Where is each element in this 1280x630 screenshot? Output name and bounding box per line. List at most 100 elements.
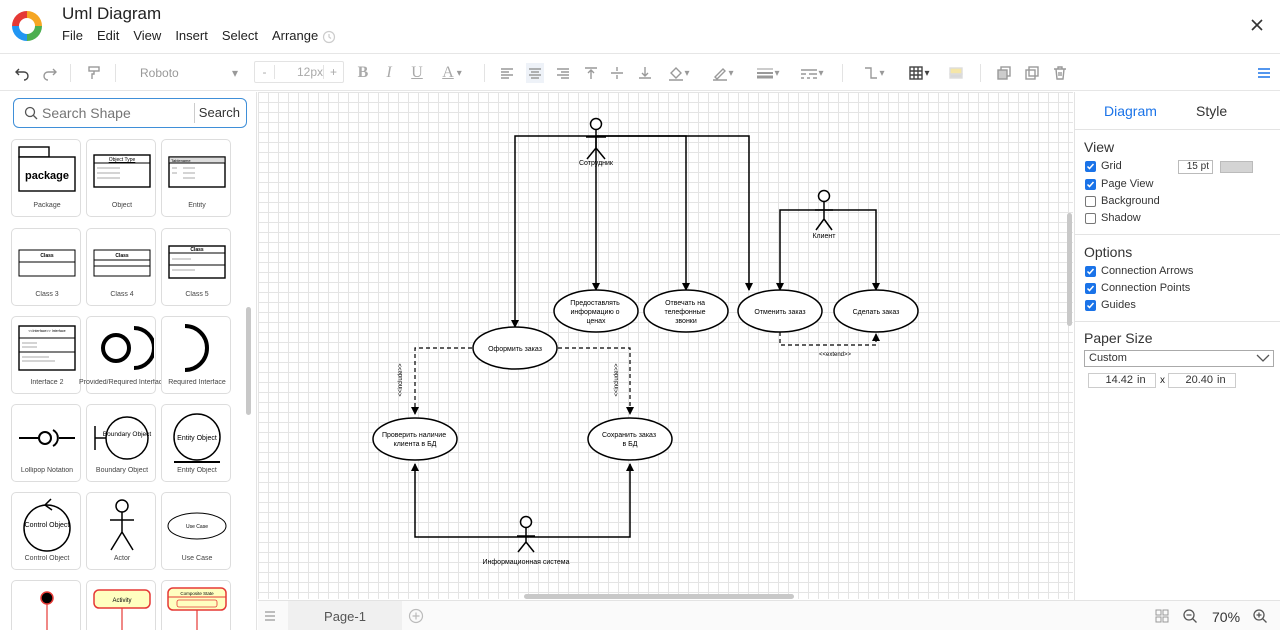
canvas-horizontal-scrollbar[interactable] — [524, 594, 794, 599]
shape-composite-state[interactable]: Composite State — [161, 580, 231, 630]
zoom-in-icon[interactable] — [1252, 608, 1268, 624]
format-painter-button[interactable] — [84, 63, 104, 83]
redo-button[interactable] — [40, 63, 60, 83]
use-case-prices[interactable]: Предоставлять информацию о ценах — [553, 289, 639, 333]
menu-select[interactable]: Select — [221, 28, 258, 43]
add-page-icon[interactable] — [408, 608, 424, 624]
shape-use-case[interactable]: Use Case Use Case — [161, 492, 231, 570]
connector-client-cancel[interactable] — [776, 209, 824, 291]
shape-boundary-object[interactable]: Boundary Object Boundary Object — [86, 404, 156, 482]
align-right-button[interactable] — [554, 63, 572, 83]
delete-button[interactable] — [1050, 63, 1070, 83]
format-panel-toggle[interactable] — [1256, 63, 1272, 83]
shape-class-5[interactable]: Class Class 5 — [161, 228, 231, 306]
actor-client-figure[interactable] — [815, 189, 833, 231]
shape-control-object[interactable]: Control Object Control Object — [11, 492, 81, 570]
use-case-cancel[interactable]: Отменить заказ — [737, 289, 823, 333]
shape-required-interface[interactable]: Required Interface — [161, 316, 231, 394]
shape-entity-object[interactable]: Entity Object Entity Object — [161, 404, 231, 482]
connector-system-check[interactable] — [411, 463, 526, 538]
include-save-connector[interactable] — [558, 347, 634, 415]
connector-employee-cancel[interactable] — [596, 135, 753, 291]
table-button[interactable]: ▾ — [902, 63, 936, 83]
grid-color-swatch[interactable] — [1220, 161, 1253, 173]
font-family-select[interactable]: Roboto ▾ — [130, 63, 242, 83]
shape-class-4[interactable]: Class Class 4 — [86, 228, 156, 306]
shape-actor[interactable]: Actor — [86, 492, 156, 570]
bring-front-button[interactable] — [994, 63, 1014, 83]
page-tab[interactable]: Page-1 — [288, 601, 402, 630]
guides-checkbox[interactable]: Guides — [1085, 299, 1136, 311]
shape-panel-scrollbar[interactable] — [246, 307, 251, 415]
connector-style-button[interactable]: ▾ — [858, 63, 890, 83]
use-case-check-client[interactable]: Проверить наличие клиента в БД — [372, 417, 458, 461]
menu-view[interactable]: View — [133, 28, 162, 43]
diagram-canvas[interactable]: Сотрудник Клиент Информационная система … — [258, 92, 1073, 599]
font-size-stepper[interactable]: - 12px + — [254, 61, 344, 83]
shape-provided-required-interface[interactable]: Provided/Required Interface — [79, 316, 165, 394]
connector-system-save[interactable] — [526, 463, 634, 538]
background-checkbox[interactable]: Background — [1085, 195, 1160, 207]
menu-insert[interactable]: Insert — [175, 28, 208, 43]
align-middle-button[interactable] — [608, 63, 626, 83]
shape-initial-state[interactable] — [11, 580, 81, 630]
shape-entity[interactable]: Tablename Entity — [161, 139, 231, 217]
use-case-calls[interactable]: Отвечать на телефонные звонки — [643, 289, 729, 333]
undo-button[interactable] — [12, 63, 32, 83]
tab-style[interactable]: Style — [1196, 103, 1228, 119]
shape-lollipop-notation[interactable]: Lollipop Notation — [11, 404, 81, 482]
line-style-button[interactable]: ▾ — [796, 63, 828, 83]
italic-button[interactable]: I — [386, 64, 392, 81]
menu-edit[interactable]: Edit — [96, 28, 120, 43]
align-center-button[interactable] — [526, 63, 544, 83]
line-width-button[interactable]: ▾ — [752, 63, 784, 83]
shape-class-3[interactable]: Class Class 3 — [11, 228, 81, 306]
send-back-button[interactable] — [1022, 63, 1042, 83]
align-bottom-button[interactable] — [636, 63, 654, 83]
connector-employee-checkout[interactable] — [511, 135, 596, 328]
canvas-vertical-scrollbar[interactable] — [1067, 213, 1072, 326]
search-input[interactable] — [42, 105, 192, 121]
use-case-checkout[interactable]: Оформить заказ — [472, 326, 558, 370]
connection-points-checkbox[interactable]: Connection Points — [1085, 282, 1190, 294]
connection-arrows-checkbox[interactable]: Connection Arrows — [1085, 265, 1193, 277]
line-color-button[interactable]: ▾ — [708, 63, 738, 83]
connector-client-order[interactable] — [824, 209, 880, 291]
use-case-order[interactable]: Сделать заказ — [833, 289, 919, 333]
paper-size-select[interactable]: Custom — [1084, 350, 1274, 367]
shape-activity[interactable]: Activity — [86, 580, 156, 630]
font-size-decrease[interactable]: - — [255, 65, 275, 79]
close-button[interactable] — [1248, 16, 1266, 34]
underline-button[interactable]: U — [411, 64, 423, 81]
menu-arrange[interactable]: Arrange — [271, 28, 319, 43]
highlight-button[interactable] — [946, 63, 966, 83]
include-check-connector[interactable] — [411, 347, 472, 415]
use-case-save-order[interactable]: Сохранить заказ в БД — [587, 417, 673, 461]
page-view-checkbox[interactable]: Page View — [1085, 178, 1153, 190]
pages-menu-icon[interactable] — [264, 610, 276, 622]
shape-interface-2[interactable]: <<Interface>> Interface Interface 2 — [11, 316, 81, 394]
tab-diagram[interactable]: Diagram — [1104, 103, 1157, 119]
align-left-button[interactable] — [498, 63, 516, 83]
shape-package[interactable]: package Package — [11, 139, 81, 217]
font-color-button[interactable]: A ▾ — [436, 63, 468, 83]
font-size-increase[interactable]: + — [323, 65, 343, 79]
bold-button[interactable]: B — [357, 64, 369, 81]
history-icon[interactable] — [322, 30, 336, 44]
shape-object[interactable]: Object Type Object — [86, 139, 156, 217]
menu-file[interactable]: File — [62, 28, 83, 43]
fit-page-icon[interactable] — [1155, 609, 1169, 623]
actor-employee-figure[interactable] — [586, 117, 606, 160]
grid-checkbox[interactable]: Grid — [1085, 160, 1122, 172]
extend-connector[interactable] — [779, 332, 880, 346]
actor-system-figure[interactable] — [517, 515, 535, 553]
fill-color-button[interactable]: ▾ — [664, 63, 694, 83]
shadow-checkbox[interactable]: Shadow — [1085, 212, 1141, 224]
zoom-out-icon[interactable] — [1182, 608, 1198, 624]
align-top-button[interactable] — [582, 63, 600, 83]
search-button[interactable]: Search — [193, 103, 240, 123]
grid-size-input[interactable]: 15 pt — [1178, 160, 1213, 174]
font-size-value[interactable]: 12px — [296, 65, 323, 79]
